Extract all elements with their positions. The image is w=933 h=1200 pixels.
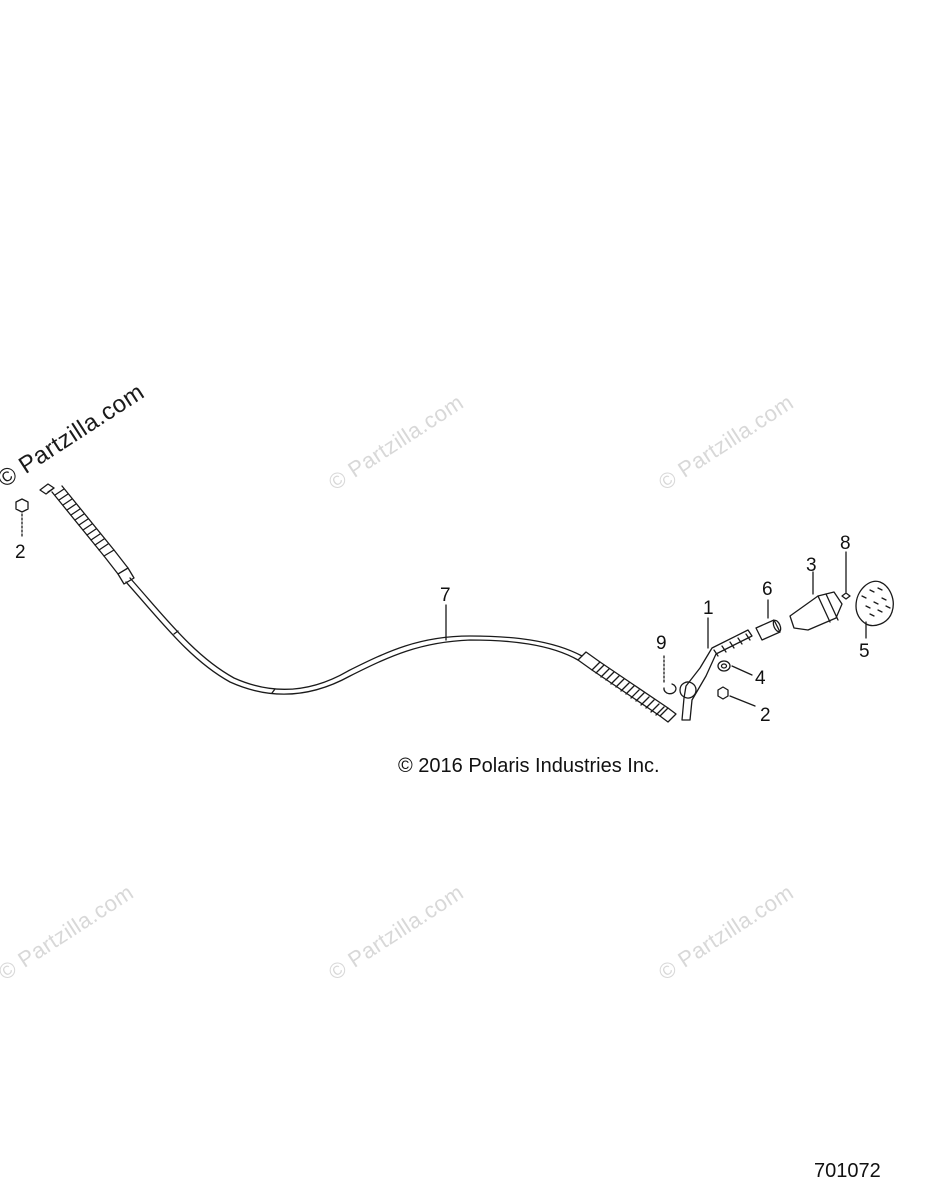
callout-2: 2 <box>760 705 771 726</box>
part-1-lever <box>679 617 753 721</box>
callout-2: 2 <box>15 542 26 563</box>
part-6-sleeve <box>755 599 782 641</box>
part-2-nut-right <box>717 686 756 707</box>
callout-4: 4 <box>755 668 766 689</box>
part-5-knob-top <box>855 580 894 639</box>
callout-1: 1 <box>703 598 714 619</box>
part-3-knob-base <box>789 571 843 631</box>
copyright-notice: © 2016 Polaris Industries Inc. <box>398 755 660 777</box>
diagram-number: 701072 <box>814 1160 881 1182</box>
part-9-clip <box>663 655 677 695</box>
callout-5: 5 <box>859 641 870 662</box>
part-2-nut-left <box>15 498 29 539</box>
callout-8: 8 <box>840 533 851 554</box>
callout-9: 9 <box>656 633 667 654</box>
part-7-cable <box>39 483 677 723</box>
part-8-screw <box>841 551 851 600</box>
callout-3: 3 <box>806 555 817 576</box>
callout-7: 7 <box>440 585 451 606</box>
callout-6: 6 <box>762 579 773 600</box>
part-4-bushing <box>717 660 753 676</box>
